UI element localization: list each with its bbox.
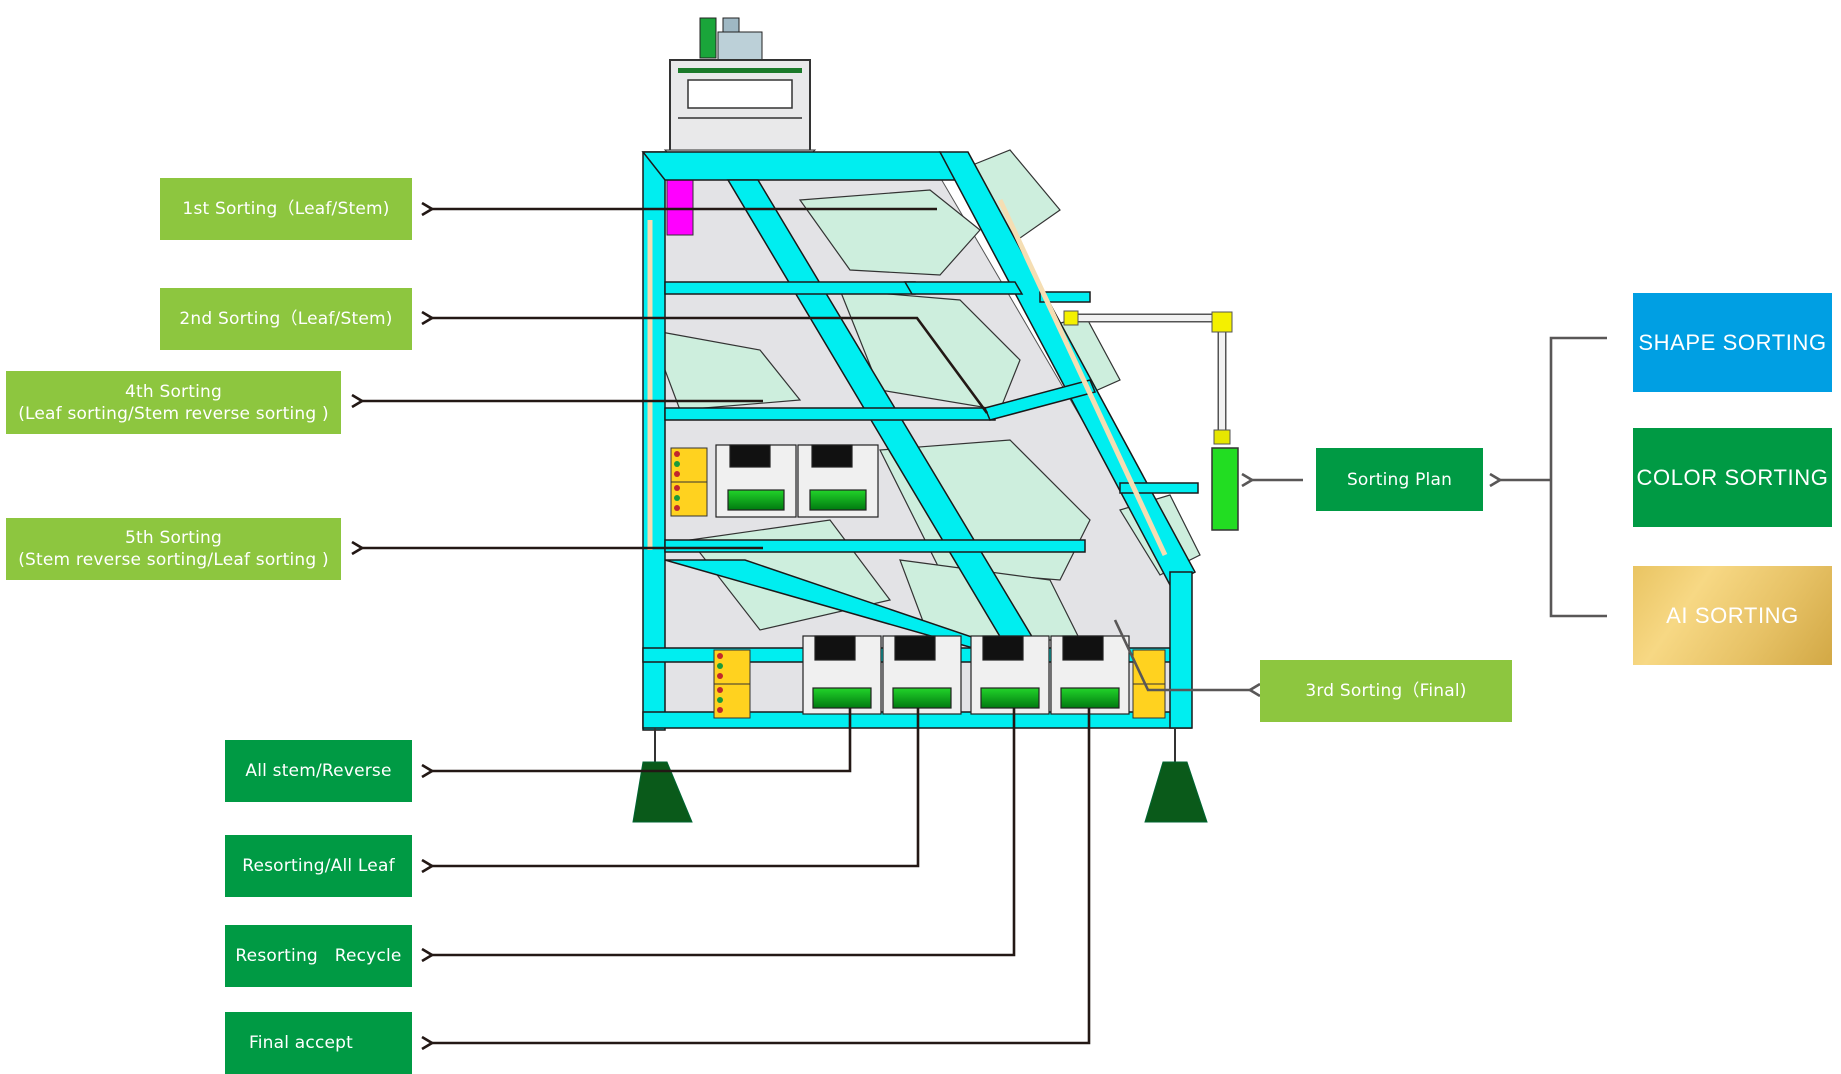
ejector-trays — [715, 444, 1130, 715]
leader-out4 — [432, 708, 1091, 1043]
output-label-text: All stem/Reverse — [245, 761, 392, 781]
stage-label-text: 1st Sorting（Leaf/Stem) — [182, 199, 390, 219]
stage-label-text: 3rd Sorting（Final) — [1305, 681, 1467, 701]
leader-out2 — [432, 708, 920, 866]
output-label-resorting-recycle: Resorting Recycle — [225, 925, 412, 987]
sorting-plan-box: Sorting Plan — [1316, 448, 1483, 511]
methods-bracket — [1549, 336, 1607, 618]
method-color-sorting: COLOR SORTING — [1633, 428, 1832, 527]
stage-label-detail: (Leaf sorting/Stem reverse sorting ) — [18, 403, 329, 424]
stage-label-title: 5th Sorting — [125, 528, 222, 548]
machine-feet — [632, 728, 1208, 823]
method-ai-sorting: AI SORTING — [1633, 566, 1832, 665]
output-label-text: Resorting Recycle — [235, 946, 402, 966]
stage-label-1st-sorting: 1st Sorting（Leaf/Stem) — [160, 178, 412, 240]
stage-label-4th-sorting: 4th Sorting (Leaf sorting/Stem reverse s… — [6, 371, 341, 434]
stage-label-5th-sorting: 5th Sorting (Stem reverse sorting/Leaf s… — [6, 518, 341, 580]
stage-label-2nd-sorting: 2nd Sorting（Leaf/Stem) — [160, 288, 412, 350]
leader-sort3 — [1113, 619, 1250, 690]
electrical-boxes — [670, 447, 1166, 719]
stage-label-3rd-sorting: 3rd Sorting（Final) — [1260, 660, 1512, 722]
method-label: COLOR SORTING — [1636, 464, 1829, 490]
stage-label-detail: (Stem reverse sorting/Leaf sorting ) — [18, 550, 329, 570]
output-label-all-stem-reverse: All stem/Reverse — [225, 740, 412, 802]
method-label: SHAPE SORTING — [1638, 329, 1827, 355]
output-label-text: Resorting/All Leaf — [242, 856, 395, 876]
method-label: AI SORTING — [1666, 602, 1799, 628]
leader-out3 — [432, 708, 1016, 955]
method-shape-sorting: SHAPE SORTING — [1633, 293, 1832, 392]
control-panel — [666, 174, 694, 236]
stage-label-title: 4th Sorting — [125, 381, 222, 402]
output-label-final-accept: Final accept — [225, 1012, 412, 1074]
sorting-plan-label: Sorting Plan — [1346, 469, 1453, 490]
stage-label-text: 2nd Sorting（Leaf/Stem) — [179, 309, 393, 329]
output-label-text: Final accept — [249, 1033, 354, 1053]
leader-lines — [362, 209, 1607, 1043]
sensor-unit — [1211, 447, 1239, 531]
output-label-resorting-all-leaf: Resorting/All Leaf — [225, 835, 412, 897]
air-pipe — [1063, 310, 1233, 445]
feed-hopper — [663, 17, 817, 161]
leader-sort2 — [432, 318, 989, 414]
leader-out1 — [432, 708, 852, 771]
